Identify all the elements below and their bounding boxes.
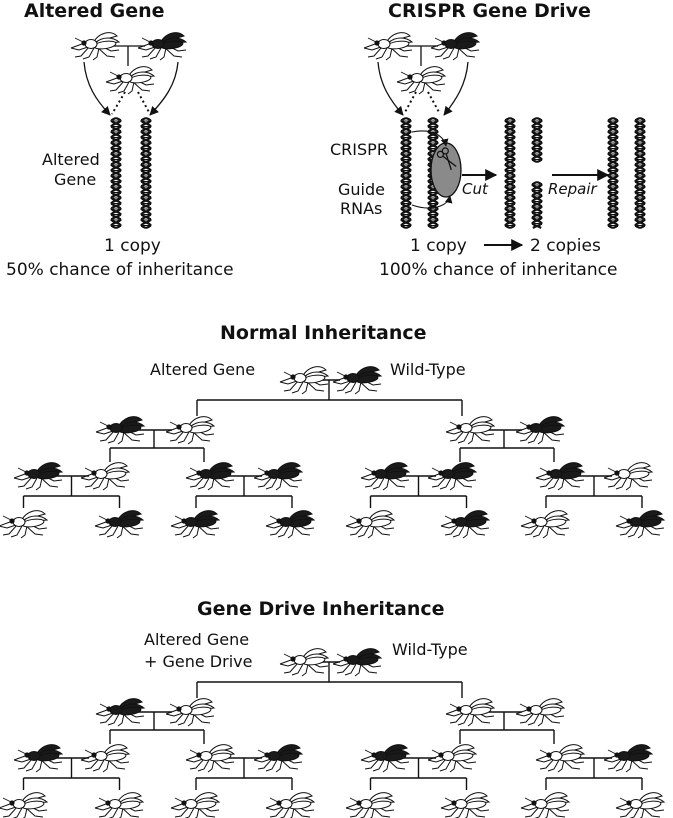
drive-gen3-5: [440, 792, 491, 818]
left-dna-altered: [110, 116, 122, 230]
drive-gen2-5: [427, 744, 478, 773]
left-caption-2: 50% chance of inheritance: [6, 260, 234, 280]
guide-label-1: Guide: [338, 180, 385, 199]
normal-gen3-3: [265, 510, 316, 539]
normal-parent-wildtype: [332, 366, 383, 395]
normal-gen1-1: [165, 416, 216, 445]
left-arrow-2: [149, 61, 179, 116]
repaired-dna-2: [634, 116, 646, 230]
normal-gen2-5: [427, 462, 478, 491]
normal-gen2-1: [80, 462, 131, 491]
right-dotted-2: [427, 91, 441, 115]
drive-left-parent-label-2: + Gene Drive: [144, 652, 253, 671]
gene-diagrams: [83, 45, 646, 251]
left-dotted-1: [111, 91, 126, 115]
normal-gen2-0: [13, 462, 64, 491]
drive-gen3-7: [615, 792, 666, 818]
left-dna-wildtype: [140, 116, 152, 230]
drive-gen1-0: [95, 698, 146, 727]
drive-gen1-3: [515, 698, 566, 727]
normal-gen1-2: [445, 416, 496, 445]
repair-label: Repair: [548, 180, 597, 198]
drive-parent-altered: [279, 648, 330, 677]
altered-gene-title: Altered Gene: [24, 0, 165, 22]
right-offspring-mosquito: [396, 66, 447, 95]
right-caption-2: 100% chance of inheritance: [379, 260, 618, 280]
drive-gen3-6: [520, 792, 571, 818]
cut-dna-left: [504, 116, 516, 230]
guide-label-2: RNAs: [340, 199, 383, 218]
right-caption-1a: 1 copy: [410, 236, 467, 256]
left-altered-mosquito: [70, 32, 121, 61]
normal-gen3-4: [345, 510, 396, 539]
drive-gen2-1: [80, 744, 131, 773]
normal-gen2-4: [360, 462, 411, 491]
left-offspring-mosquito: [105, 66, 156, 95]
drive-gen3-3: [265, 792, 316, 818]
right-caption-1b: 2 copies: [530, 236, 601, 256]
normal-gen3-2: [170, 510, 221, 539]
normal-gen2-3: [253, 462, 304, 491]
right-dna-drive: [400, 116, 412, 230]
normal-gen3-1: [94, 510, 145, 539]
normal-parent-altered: [279, 366, 330, 395]
drive-gen2-3: [253, 744, 304, 773]
normal-gen3-7: [615, 510, 666, 539]
cut-dna-upper: [531, 116, 543, 164]
crispr-gene-drive-title: CRISPR Gene Drive: [388, 0, 591, 22]
drive-gen1-2: [445, 698, 496, 727]
drive-gen3-0: [0, 792, 49, 818]
normal-inheritance-title: Normal Inheritance: [220, 322, 427, 344]
normal-gen2-7: [603, 462, 654, 491]
drive-parent-wildtype: [332, 648, 383, 677]
right-altered-mosquito: [363, 32, 414, 61]
drive-gen2-0: [13, 744, 64, 773]
altered-gene-label-2: Gene: [54, 170, 97, 189]
guide-pointer: [411, 195, 453, 209]
left-dotted-2: [137, 91, 151, 115]
cut-label: Cut: [462, 180, 488, 198]
left-caption-1: 1 copy: [104, 236, 161, 256]
drive-gen1-1: [165, 698, 216, 727]
normal-right-parent-label: Wild-Type: [390, 360, 466, 379]
altered-gene-label-1: Altered: [42, 150, 100, 169]
drive-gen3-1: [94, 792, 145, 818]
right-arrow-2: [443, 61, 469, 116]
family-trees: [22, 379, 643, 790]
repaired-dna-1: [607, 116, 619, 230]
drive-gen3-2: [170, 792, 221, 818]
scissors-icon: [436, 147, 457, 171]
normal-gen3-6: [520, 510, 571, 539]
drive-right-parent-label: Wild-Type: [392, 640, 468, 659]
normal-gen1-3: [515, 416, 566, 445]
normal-gen3-5: [440, 510, 491, 539]
normal-gen2-6: [535, 462, 586, 491]
crispr-pointer: [411, 130, 449, 147]
drive-gen2-7: [603, 744, 654, 773]
crispr-label: CRISPR: [330, 140, 388, 159]
drive-gen3-4: [345, 792, 396, 818]
cas9-protein: [430, 142, 462, 198]
gene-drive-inheritance-title: Gene Drive Inheritance: [197, 598, 445, 620]
normal-gen2-2: [185, 462, 236, 491]
drive-gen2-4: [360, 744, 411, 773]
drive-gen2-2: [185, 744, 236, 773]
right-dotted-1: [403, 91, 417, 115]
normal-gen3-0: [0, 510, 49, 539]
left-arrow-1: [83, 61, 111, 116]
normal-left-parent-label: Altered Gene: [150, 360, 256, 379]
right-wildtype-mosquito: [430, 32, 481, 61]
cut-dna-lower: [531, 180, 543, 229]
drive-left-parent-label-1: Altered Gene: [144, 630, 250, 649]
normal-gen1-0: [95, 416, 146, 445]
mosquitoes: [0, 32, 666, 818]
drive-gen2-6: [535, 744, 586, 773]
left-wildtype-mosquito: [137, 32, 188, 61]
right-arrow-1: [377, 61, 404, 116]
